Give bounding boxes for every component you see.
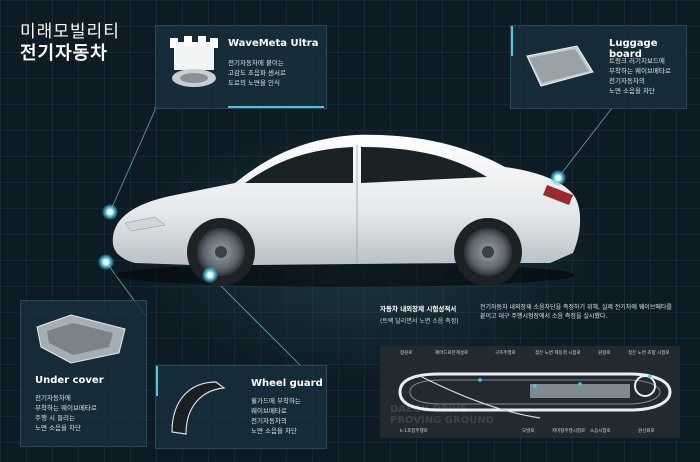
track-label-top-5: 젖은 노면 조향 시험로 [628,351,670,356]
page-title: 미래모빌리티 전기자동차 [20,22,120,66]
track-label-top-2: 구조주행로 [495,351,516,356]
wheel-guard-image [171,381,226,435]
test-title: 자동차 내외장재 시험성적서 [380,305,457,313]
wheel-guard-title: Wheel guard [251,378,323,389]
wavemeta-desc: 전기자동차에 붙이는 고감도 초음파 센서로 도로의 노면을 인식 [228,59,286,87]
track-label-bottom-0: k-1포함주행로 [400,429,428,434]
luggage-accent-bar [511,26,513,56]
wavemeta-panel: WaveMeta Ultra 전기자동차에 붙이는 고감도 초음파 센서로 도로… [155,25,327,109]
luggage-title: Luggage board [609,38,658,60]
wheel-guard-accent-bar [156,366,158,396]
track-label-bottom-2: 저마찰주행시험로 [552,429,586,434]
hotspot-under-cover[interactable] [98,254,114,270]
track-label-bottom-1: 오발로 [522,429,535,434]
wavemeta-title: WaveMeta Ultra [228,38,319,49]
title-line-1: 미래모빌리티 [20,22,120,42]
car-illustration [112,134,581,287]
hotspot-front-sensor[interactable] [102,204,118,220]
under-cover-title: Under cover [35,375,104,386]
luggage-board-image [526,45,594,87]
test-description: 전기자동차 내외장재 소음차단을 측정하기 위해, 실제 전기차에 웨이브메타를… [480,304,672,320]
track-label-top-3: 젖은 노면 제동력 시험로 [535,351,581,356]
wheel-guard-desc: 휠가드에 부착하는 웨이브메타로 전기자동차의 노면 소음을 차단 [251,397,301,435]
hotspot-trunk[interactable] [550,170,566,186]
sensor-image [170,36,218,87]
title-line-2: 전기자동차 [20,43,108,65]
under-cover-image [36,314,126,364]
track-diagram [398,372,672,419]
track-map: DAEGU DRIVE PROVING GROUND 정원로 제어드로한계설로 … [380,346,680,438]
wheel-guard-panel: Wheel guard 휠가드에 부착하는 웨이브메타로 전기자동차의 노면 소… [155,365,327,449]
under-cover-panel: Under cover 전기자동차에 부착하는 웨이브메타로 주행 시 들리는 … [20,300,147,447]
under-cover-desc: 전기자동차에 부착하는 웨이브메타로 주행 시 들리는 노면 소음을 차단 [35,394,97,432]
track-label-top-0: 정원로 [400,351,413,356]
luggage-panel: Luggage board 트렁크 러기지보드에 부착하는 웨이브메타로 전기자… [510,25,687,109]
wavemeta-accent-bar [228,106,324,108]
track-label-top-1: 제어드로한계설로 [435,351,469,356]
test-report-section: 자동차 내외장재 시험성적서 (트랙 달리면서 노면 소음 측정) 전기자동차 … [370,295,685,447]
test-subtitle: (트랙 달리면서 노면 소음 측정) [380,318,459,325]
track-label-top-4: 원형로 [598,351,611,356]
track-label-bottom-4: 원선회로 [638,429,655,434]
luggage-desc: 트렁크 러기지보드에 부착하는 웨이브메타로 전기자동차의 노면 소음을 차단 [609,57,671,95]
track-watermark: DAEGU DRIVE PROVING GROUND [390,404,494,426]
track-label-bottom-3: 소음시험로 [590,429,611,434]
hotspot-wheel-guard[interactable] [202,267,218,283]
